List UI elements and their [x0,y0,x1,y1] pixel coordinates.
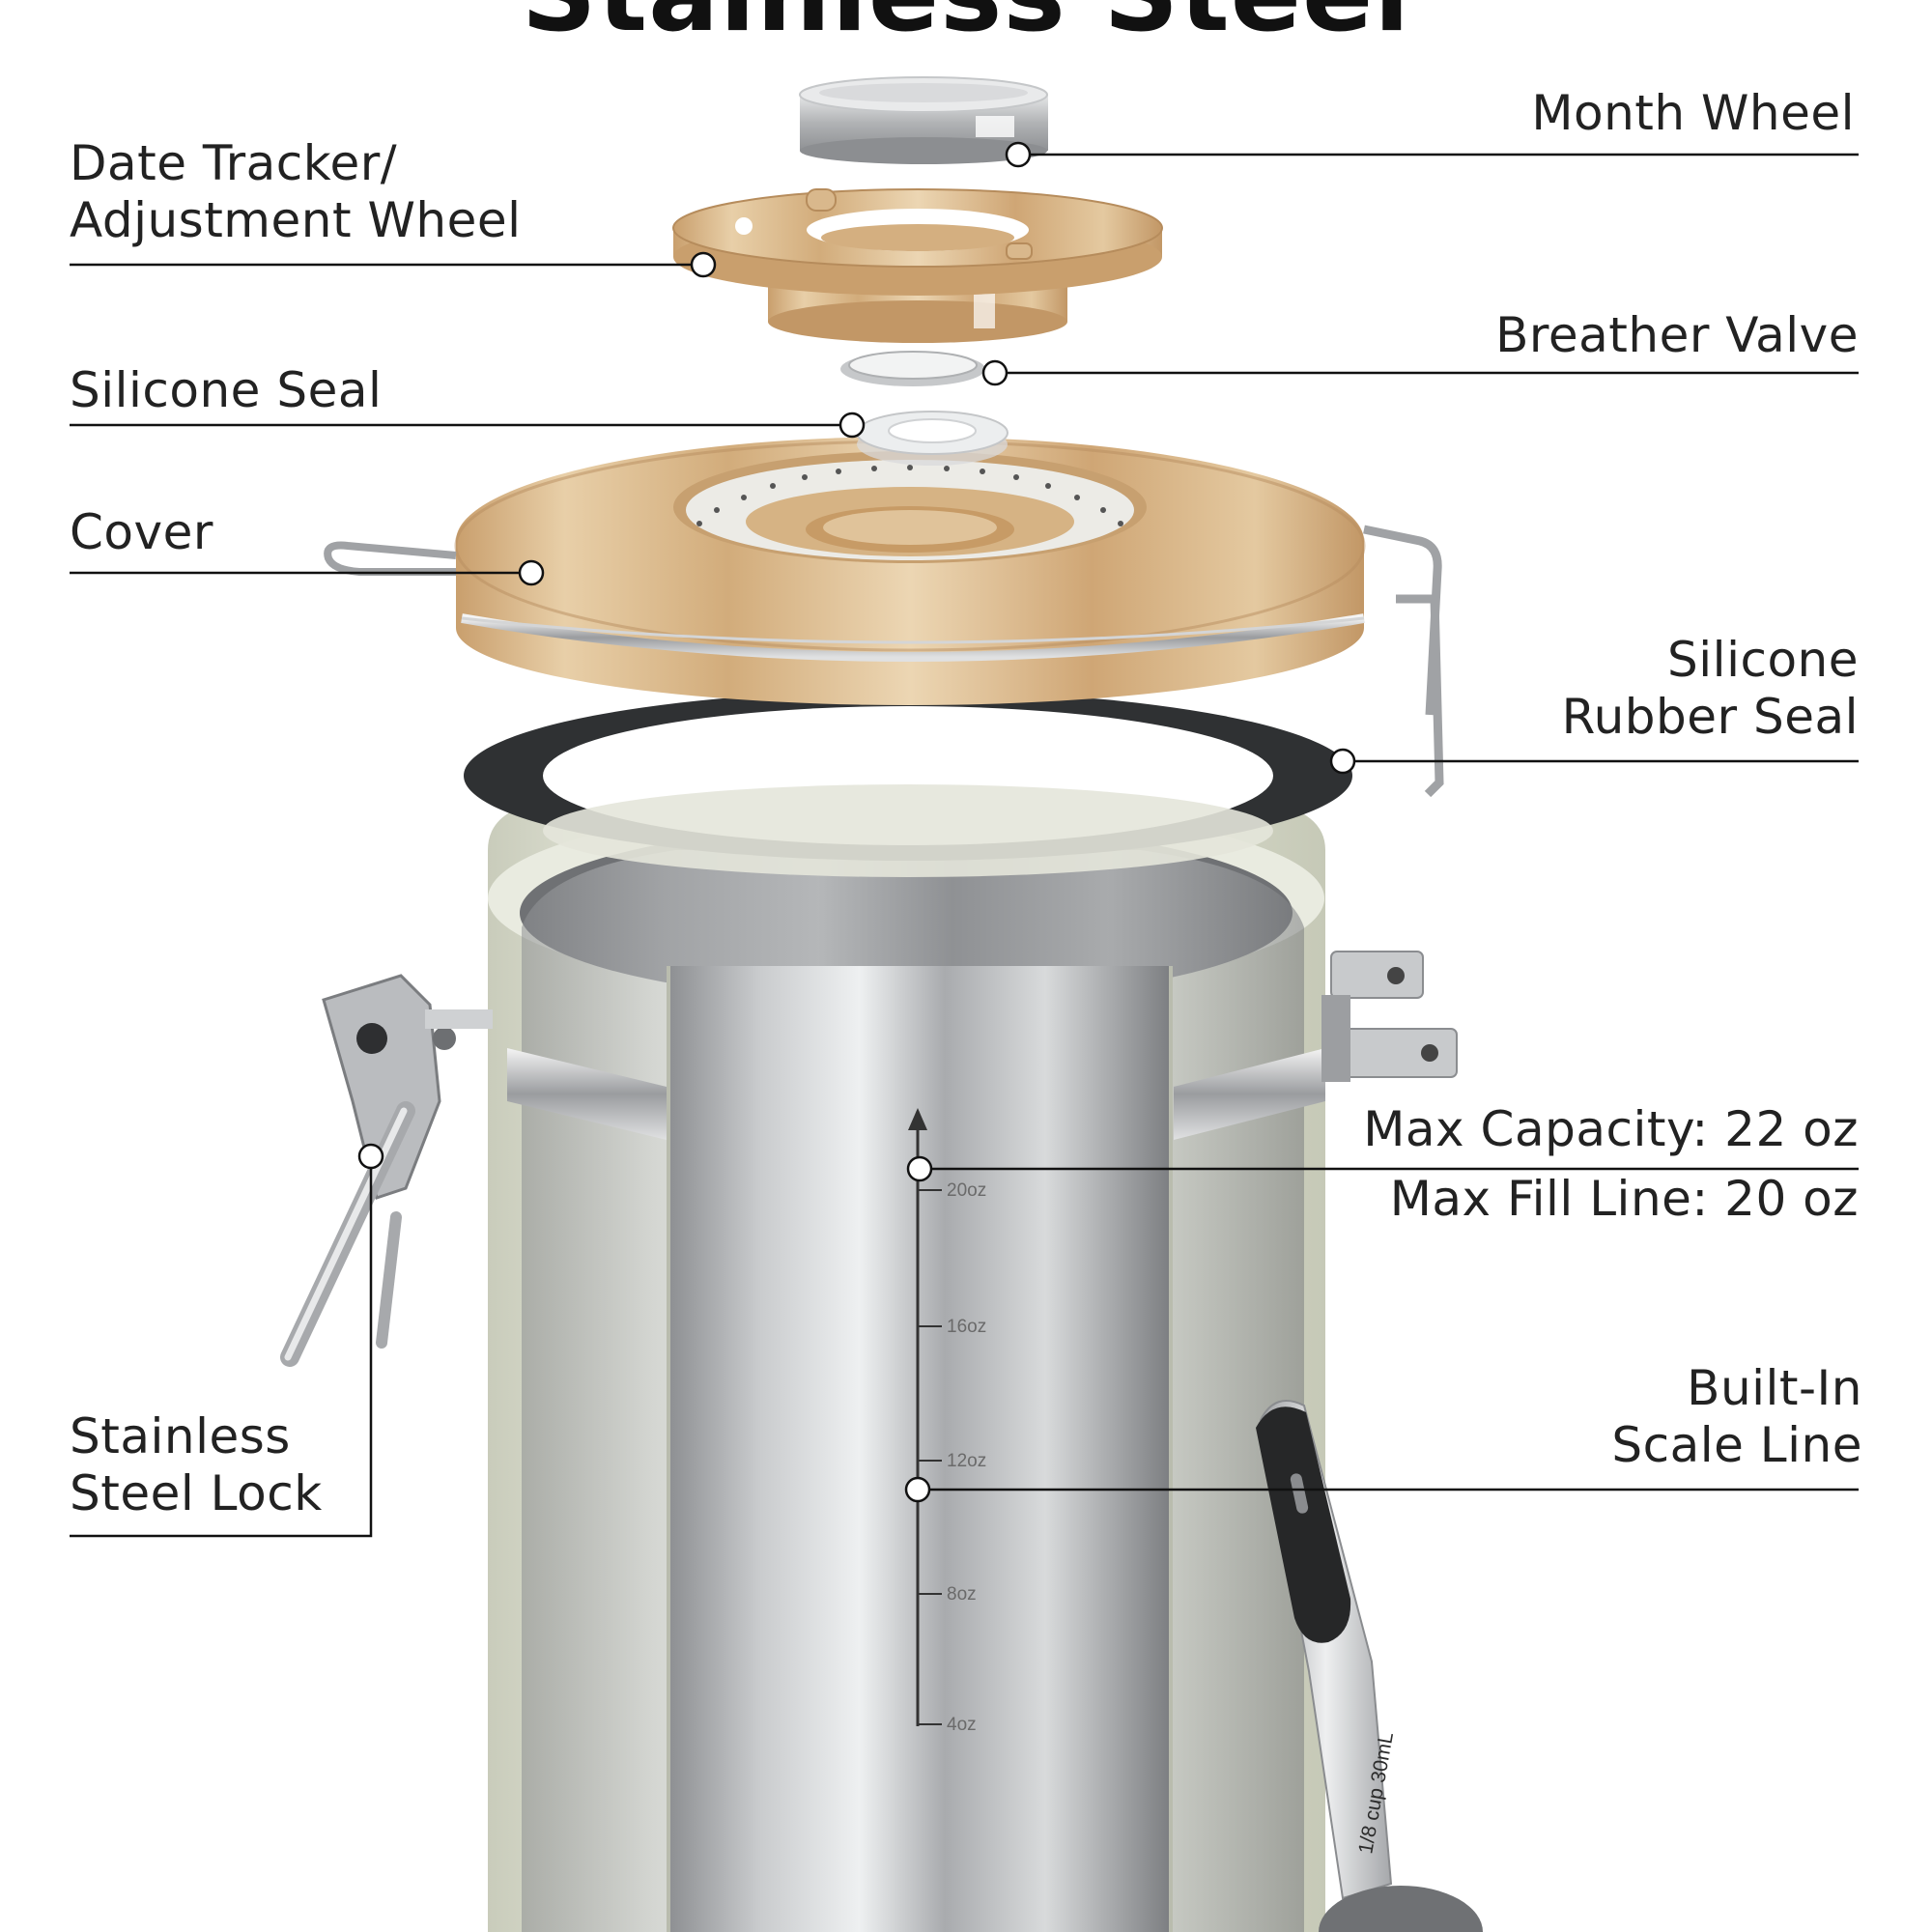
anchor-silicone-seal [838,412,866,439]
label-rubber-seal: Silicone Rubber Seal [1562,632,1859,746]
cover [324,437,1444,798]
label-rubber-seal-line1: Silicone [1667,632,1859,688]
label-date-tracker-line1: Date Tracker/ [70,135,398,191]
anchor-cover [518,559,545,586]
label-max-fill: Max Fill Line: 20 oz [1389,1171,1859,1227]
scale-tick-label: 8oz [947,1584,977,1605]
breather-valve [840,351,985,386]
canister-body [488,802,1325,1932]
label-rubber-seal-line2: Rubber Seal [1561,689,1859,745]
label-lock-line2: Steel Lock [70,1465,323,1521]
label-scale-line-line2: Scale Line [1611,1417,1862,1473]
leader-lines [70,141,1859,1538]
label-silicone-seal: Silicone Seal [70,362,383,418]
anchor-lock [357,1143,384,1170]
anchor-max-capacity [906,1155,933,1182]
anchor-rubber-seal [1329,748,1356,775]
date-dial-marks [696,465,1123,526]
label-cover: Cover [70,504,213,560]
adjustment-wheel [672,188,1163,343]
month-wheel [799,76,1048,164]
scale-tick-label: 20oz [947,1180,986,1201]
anchor-month-wheel [1005,141,1032,168]
label-max-capacity: Max Capacity: 22 oz [1363,1101,1859,1157]
stainless-steel-lock [280,974,493,1367]
scale-line: 20oz 16oz 12oz 8oz 4oz [908,1108,986,1735]
leader-lock [70,1156,373,1538]
anchor-breather-valve [981,359,1009,386]
hinge [1321,951,1458,1082]
label-lock: Stainless Steel Lock [70,1408,323,1522]
page-title: Stainless Steel [0,0,1932,55]
label-date-tracker: Date Tracker/ Adjustment Wheel [70,135,522,249]
clamp-band [507,1048,1325,1140]
label-month-wheel: Month Wheel [1531,85,1855,141]
scale-tick-label: 4oz [947,1715,977,1735]
measuring-spoon: 1/8 cup 30mL [1256,1400,1483,1932]
anchor-scale-line [904,1476,931,1503]
scale-tick-label: 16oz [947,1317,986,1337]
label-scale-line: Built-In Scale Line [1611,1360,1862,1474]
silicone-seal [856,411,1009,466]
label-date-tracker-line2: Adjustment Wheel [70,192,522,248]
anchor-date-tracker [690,251,717,278]
label-lock-line1: Stainless [70,1408,291,1464]
scale-tick-label: 12oz [947,1451,986,1471]
label-scale-line-line1: Built-In [1687,1360,1862,1416]
silicone-rubber-seal [464,691,1352,877]
label-breather-valve: Breather Valve [1495,307,1859,363]
